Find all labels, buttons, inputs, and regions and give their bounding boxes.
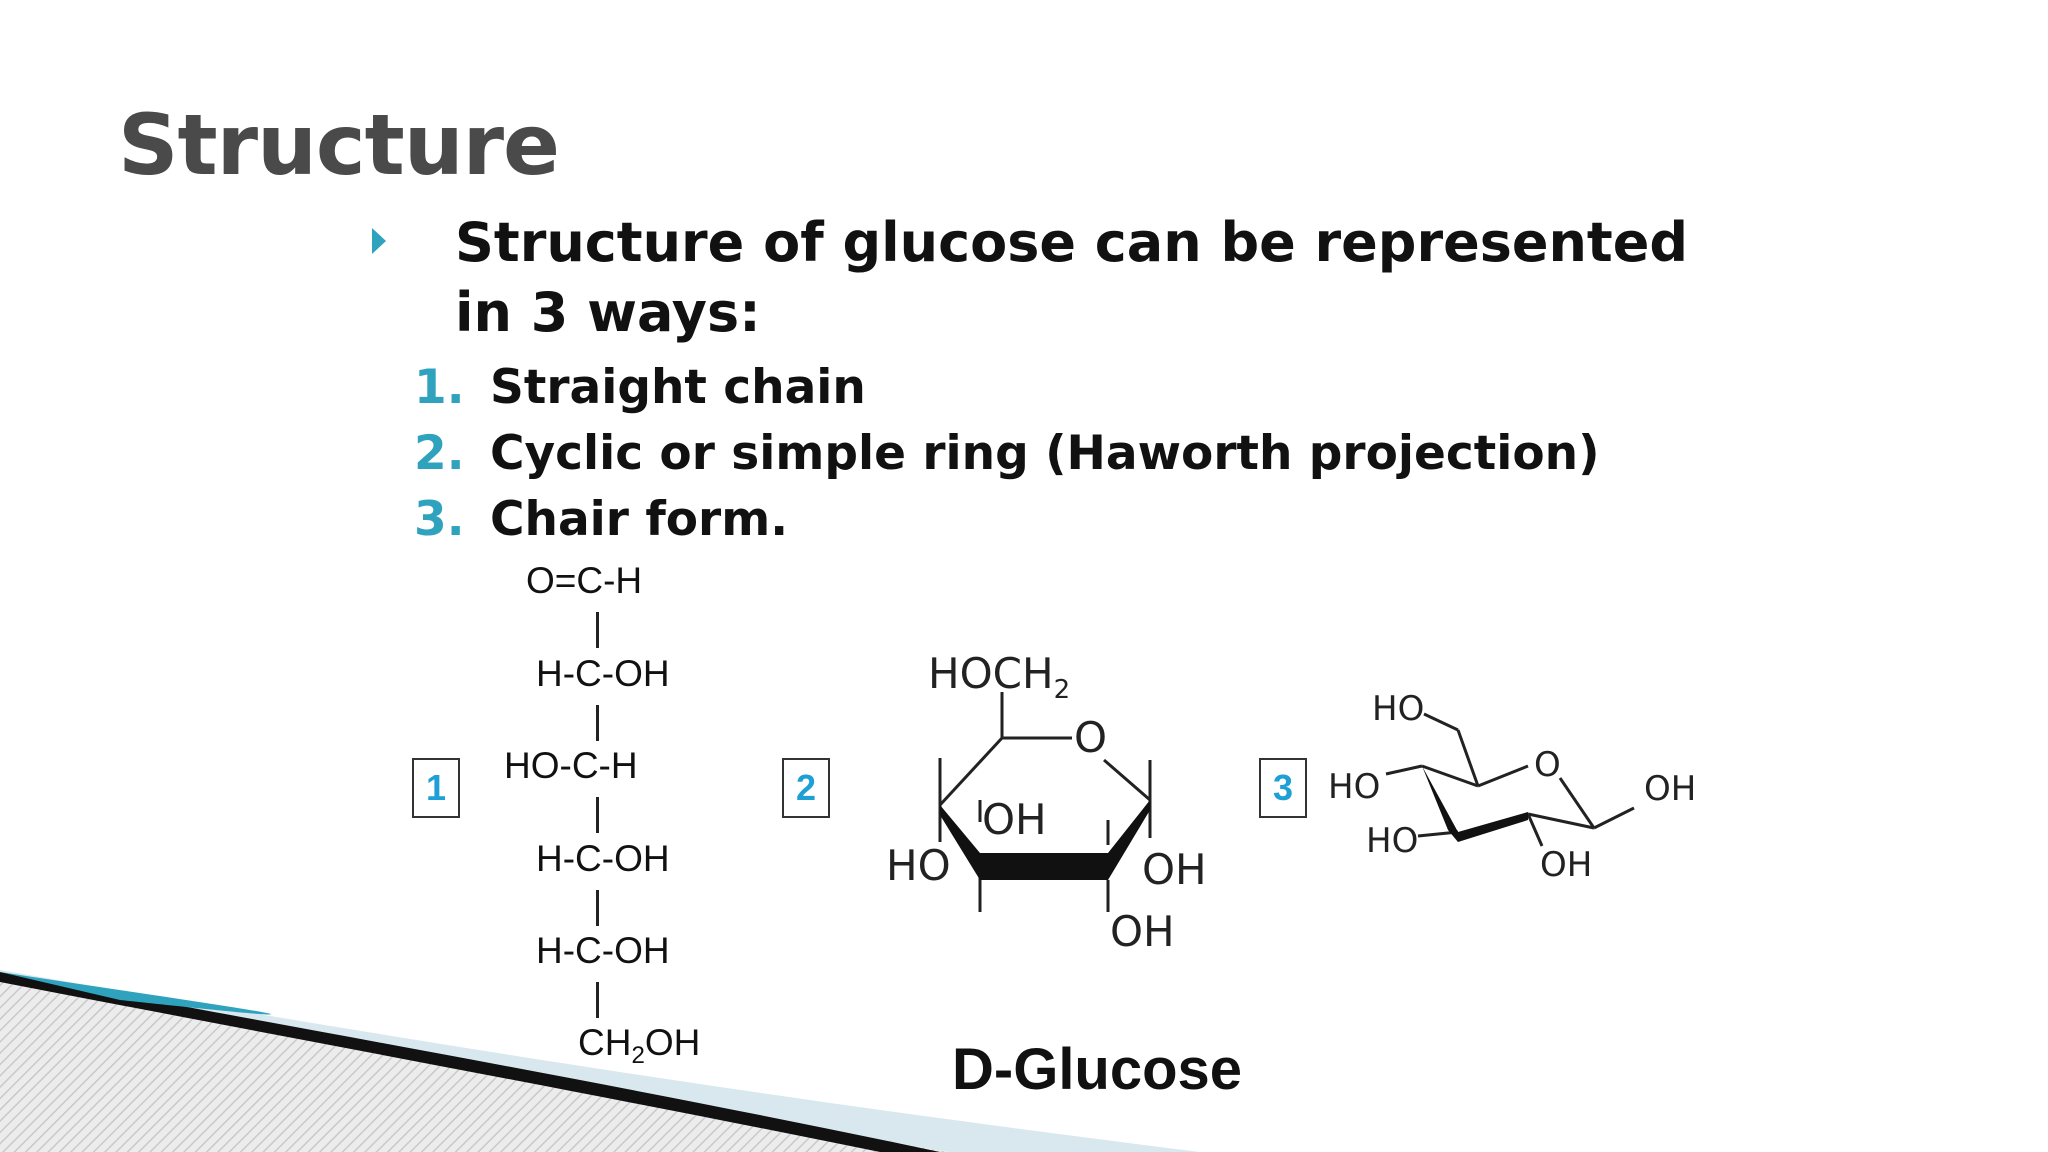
- bullet-text: Structure of glucose can be represented …: [455, 211, 1689, 344]
- list-text: Cyclic or simple ring (Haworth projectio…: [490, 426, 1600, 481]
- fischer-ch-text: CH: [578, 1022, 632, 1063]
- chair-ring-oxygen: O: [1534, 745, 1561, 785]
- figure-label-3: 3: [1259, 758, 1307, 818]
- fischer-bond: [596, 890, 599, 926]
- list-item: 3. Chair form.: [414, 487, 1600, 553]
- list-item: 1. Straight chain: [414, 355, 1600, 421]
- fischer-row-5: H-C-OH: [536, 930, 670, 971]
- numbered-list: 1. Straight chain 2. Cyclic or simple ring…: [414, 355, 1600, 553]
- bullet-arrow-icon: [372, 228, 386, 254]
- chair-oh-bottom: OH: [1540, 845, 1592, 885]
- haworth-oh-c1: OH: [1142, 845, 1207, 894]
- haworth-ch2oh: HOCH2: [928, 649, 1070, 705]
- figure-label-2: 2: [782, 758, 830, 818]
- fischer-bond: [596, 705, 599, 741]
- figure-label-1: 1: [412, 758, 460, 818]
- list-text: Straight chain: [490, 360, 866, 415]
- fischer-bond: [596, 982, 599, 1018]
- haworth-oh-c2: OH: [1110, 907, 1175, 956]
- haworth-oh-c4: OH: [982, 795, 1047, 844]
- fischer-row-1: O=C-H: [526, 560, 643, 601]
- haworth-ho-c4: HO: [886, 841, 951, 890]
- fischer-row-4: H-C-OH: [536, 838, 670, 879]
- haworth-ring-oxygen: O: [1074, 713, 1107, 762]
- list-number: 3.: [414, 492, 465, 547]
- fischer-row-3: HO-C-H: [504, 745, 638, 786]
- fischer-oh-text: OH: [644, 1022, 701, 1063]
- chair-ho-top: HO: [1372, 689, 1424, 729]
- fischer-row-6: CH2OH: [578, 1022, 700, 1070]
- figure-caption: D-Glucose: [952, 1037, 1243, 1102]
- fischer-bond: [596, 797, 599, 833]
- chair-ho-left: HO: [1328, 767, 1380, 807]
- list-text: Chair form.: [490, 492, 789, 547]
- list-number: 2.: [414, 426, 465, 481]
- chair-oh-right: OH: [1644, 769, 1696, 809]
- list-number: 1.: [414, 360, 465, 415]
- slide-title: Structure: [118, 96, 560, 194]
- fischer-subscript: 2: [631, 1042, 645, 1069]
- list-item: 2. Cyclic or simple ring (Haworth project…: [414, 421, 1600, 487]
- fischer-bond: [596, 612, 599, 648]
- chair-ho-lower-left: HO: [1366, 821, 1418, 861]
- fischer-row-2: H-C-OH: [536, 653, 670, 694]
